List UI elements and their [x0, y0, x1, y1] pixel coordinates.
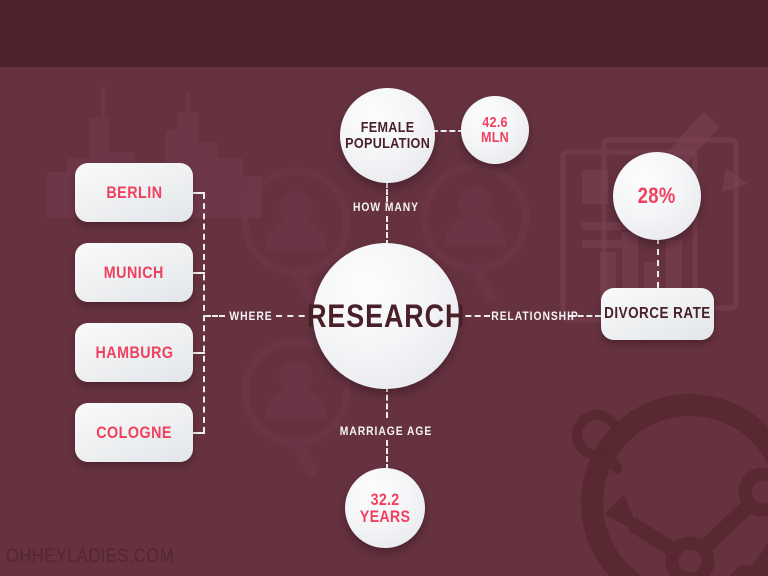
branch-caption-how-many: HOW MANY	[352, 200, 420, 214]
marriage-connector-lower	[386, 440, 388, 470]
site-watermark: OHHEYLADIES.COM	[6, 546, 174, 567]
population-value-connector	[432, 130, 464, 132]
branch-caption-marriage-age: MARRIAGE AGE	[339, 424, 433, 438]
city-label-cologne: COLOGNE	[96, 422, 172, 442]
city-label-hamburg: HAMBURG	[94, 342, 174, 362]
divorce-value-connector	[657, 238, 659, 288]
where-stub-cologne	[193, 432, 205, 434]
value-label-population: 42.6 MLN	[480, 113, 510, 146]
how-many-connector-lower	[386, 216, 388, 246]
value-label-divorce-rate: 28%	[637, 182, 676, 208]
magnifier-network-decoration	[581, 394, 768, 576]
where-stub-berlin	[193, 192, 205, 194]
city-label-munich: MUNICH	[103, 262, 165, 282]
city-card-berlin[interactable]: BERLIN	[75, 163, 193, 222]
center-node-research[interactable]: RESEARCH	[307, 243, 464, 389]
value-node-marriage-age[interactable]: 32.2 YEARS	[345, 468, 425, 548]
how-many-connector-upper	[386, 182, 388, 202]
header-band	[0, 0, 768, 67]
center-node-label: RESEARCH	[306, 297, 466, 334]
value-label-marriage-age: 32.2 YEARS	[359, 489, 411, 526]
marriage-connector-upper	[386, 386, 388, 418]
topic-node-female-population[interactable]: FEMALE POPULATION	[340, 88, 435, 183]
topic-card-divorce-rate[interactable]: DIVORCE RATE	[601, 288, 714, 340]
where-connector-right	[276, 315, 316, 317]
relationship-connector-left	[456, 315, 490, 317]
branch-caption-relationship: RELATIONSHIP	[491, 309, 579, 323]
city-card-munich[interactable]: MUNICH	[75, 243, 193, 302]
branch-caption-where: WHERE	[229, 309, 273, 323]
city-label-berlin: BERLIN	[105, 182, 163, 202]
value-node-population[interactable]: 42.6 MLN	[461, 96, 529, 164]
where-bracket-spine	[203, 193, 205, 433]
value-node-divorce-rate[interactable]: 28%	[613, 152, 701, 240]
where-connector-left	[205, 315, 225, 317]
where-stub-munich	[193, 272, 205, 274]
small-magnifier-decoration	[572, 410, 623, 474]
topic-label-divorce-rate: DIVORCE RATE	[604, 305, 711, 322]
city-card-cologne[interactable]: COLOGNE	[75, 403, 193, 462]
where-stub-hamburg	[193, 352, 205, 354]
city-card-hamburg[interactable]: HAMBURG	[75, 323, 193, 382]
topic-label-female-population: FEMALE POPULATION	[344, 119, 431, 152]
